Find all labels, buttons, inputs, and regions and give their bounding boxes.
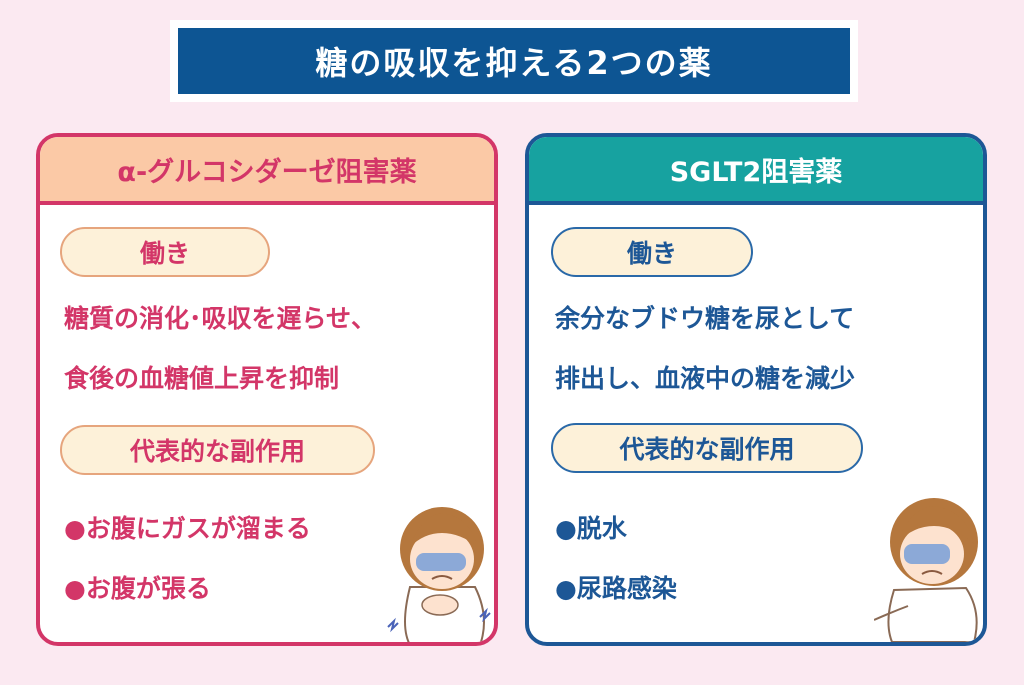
panel-heading: SGLT2阻害薬 [529,137,983,205]
panel-heading: α-グルコシダーゼ阻害薬 [40,137,494,205]
action-line-1: 糖質の消化･吸収を遅らせ、 [64,304,377,333]
action-label-pill: 働き [551,227,753,277]
action-line-2: 排出し、血液中の糖を減少 [555,364,856,393]
side-effect-item-1: ●お腹にガスが溜まる [64,514,311,543]
action-line-2: 食後の血糖値上昇を抑制 [64,364,340,393]
page-title: 糖の吸収を抑える2つの薬 [178,28,850,94]
sglt2-panel: SGLT2阻害薬 働き 余分なブドウ糖を尿として 排出し、血液中の糖を減少 代表… [525,133,987,646]
side-effect-item-2: ●お腹が張る [64,574,211,603]
action-line-1: 余分なブドウ糖を尿として [555,304,855,333]
action-label-pill: 働き [60,227,270,277]
side-effect-item-2: ●尿路感染 [555,574,677,603]
dehydrated-person-illustration [874,498,978,642]
side-effect-label-pill: 代表的な副作用 [60,425,375,475]
side-effect-item-1: ●脱水 [555,514,627,543]
title-banner: 糖の吸収を抑える2つの薬 [170,20,858,102]
stomach-ache-person-illustration [387,507,491,642]
alpha-glucosidase-panel: α-グルコシダーゼ阻害薬 働き 糖質の消化･吸収を遅らせ、 食後の血糖値上昇を抑… [36,133,498,646]
side-effect-label-pill: 代表的な副作用 [551,423,863,473]
